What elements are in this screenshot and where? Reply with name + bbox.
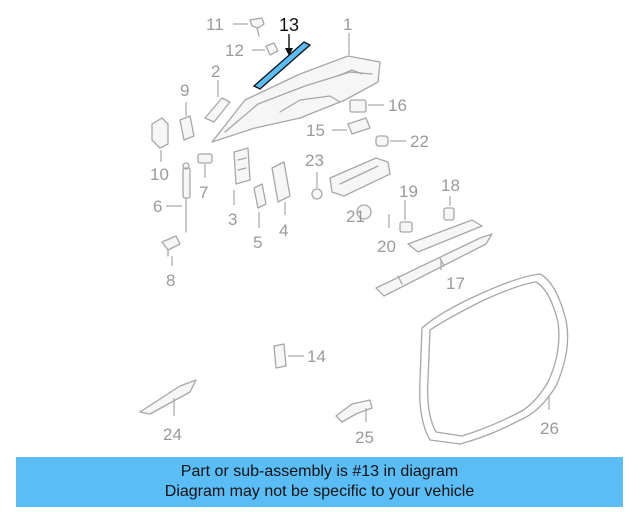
callout-4: 4 xyxy=(279,221,288,240)
callout-24: 24 xyxy=(163,425,182,444)
part-9[interactable] xyxy=(179,115,195,141)
part-26-seal[interactable] xyxy=(419,273,569,445)
callout-9: 9 xyxy=(180,81,189,100)
callout-8: 8 xyxy=(166,271,175,290)
callout-2: 2 xyxy=(211,62,220,81)
callout-17: 17 xyxy=(446,274,465,293)
part-18[interactable] xyxy=(443,207,455,221)
part-1-spoiler[interactable] xyxy=(211,55,381,143)
banner-line-1: Part or sub-assembly is #13 in diagram xyxy=(180,463,459,480)
callout-13: 13 xyxy=(279,15,299,35)
part-14[interactable] xyxy=(273,343,287,369)
part-10[interactable] xyxy=(151,117,169,149)
part-garnish[interactable] xyxy=(407,219,483,253)
callout-21: 21 xyxy=(346,207,365,226)
callout-26: 26 xyxy=(540,419,559,438)
part-3[interactable] xyxy=(233,147,251,185)
part-2[interactable] xyxy=(204,97,231,123)
callout-14: 14 xyxy=(307,347,326,366)
part-8[interactable] xyxy=(161,235,181,257)
callout-16: 16 xyxy=(388,96,407,115)
parts-diagram: 1 13 11 12 2 9 10 7 6 xyxy=(139,15,569,447)
part-12[interactable] xyxy=(265,42,279,56)
part-20[interactable] xyxy=(399,221,413,233)
callout-7: 7 xyxy=(199,183,208,202)
banner-line-2: Diagram may not be specific to your vehi… xyxy=(164,483,475,500)
callout-11: 11 xyxy=(206,15,224,34)
part-4[interactable] xyxy=(271,161,291,203)
callout-22: 22 xyxy=(410,132,429,151)
callout-18: 18 xyxy=(441,176,460,195)
part-13-strip[interactable] xyxy=(252,41,312,90)
part-22[interactable] xyxy=(375,135,389,147)
callout-19: 19 xyxy=(399,182,418,201)
callout-15: 15 xyxy=(306,121,325,140)
part-5[interactable] xyxy=(253,183,267,209)
part-lock-actuator[interactable] xyxy=(329,157,391,197)
callout-20: 20 xyxy=(377,237,396,256)
part-24[interactable] xyxy=(139,379,197,415)
callout-1: 1 xyxy=(343,15,352,34)
part-11[interactable] xyxy=(249,17,265,37)
callout-5: 5 xyxy=(253,233,262,252)
info-banner: Part or sub-assembly is #13 in diagram D… xyxy=(16,457,623,507)
part-7[interactable] xyxy=(197,153,213,164)
part-16[interactable] xyxy=(349,99,367,113)
part-25[interactable] xyxy=(335,399,373,423)
callout-6: 6 xyxy=(153,197,162,216)
part-23[interactable] xyxy=(311,188,323,200)
part-6-strut[interactable] xyxy=(182,162,191,233)
callout-3: 3 xyxy=(228,210,237,229)
part-21[interactable] xyxy=(356,204,372,220)
part-15[interactable] xyxy=(347,117,371,135)
callout-23: 23 xyxy=(305,151,324,170)
callout-12: 12 xyxy=(225,41,244,60)
callout-10: 10 xyxy=(150,165,169,184)
callout-25: 25 xyxy=(355,428,374,447)
part-17-trim[interactable] xyxy=(375,233,493,297)
